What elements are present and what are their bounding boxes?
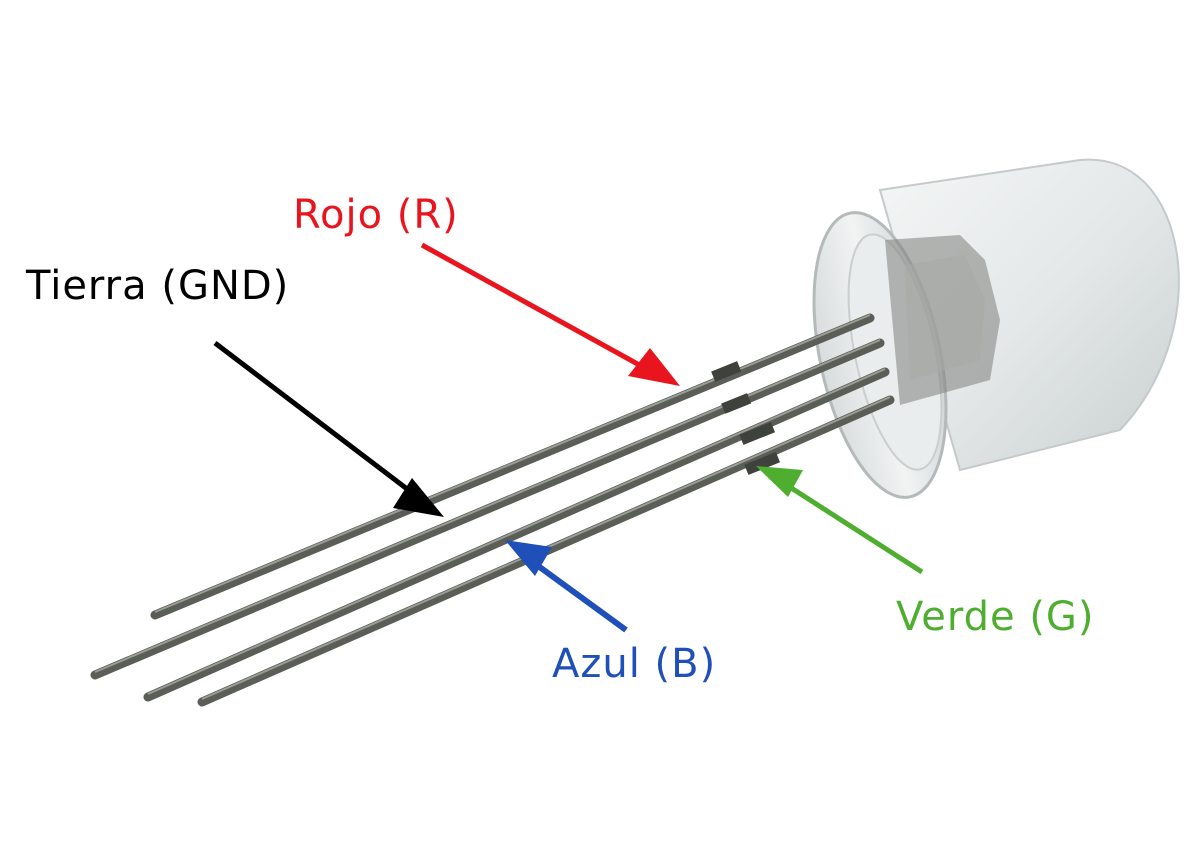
arrow-ground xyxy=(213,341,444,517)
label-red: Rojo (R) xyxy=(293,192,459,238)
lead-crimps xyxy=(711,361,781,475)
arrow-blue xyxy=(505,540,628,633)
lead-ground xyxy=(90,338,885,680)
arrow-red xyxy=(420,242,680,386)
lead-blue xyxy=(143,367,890,702)
label-blue: Azul (B) xyxy=(552,641,716,687)
led-body xyxy=(812,158,1180,499)
label-ground: Tierra (GND) xyxy=(25,263,289,309)
lead-red xyxy=(150,313,875,620)
arrow-green xyxy=(756,466,924,575)
led-leads xyxy=(90,313,895,707)
label-green: Verde (G) xyxy=(896,594,1095,640)
